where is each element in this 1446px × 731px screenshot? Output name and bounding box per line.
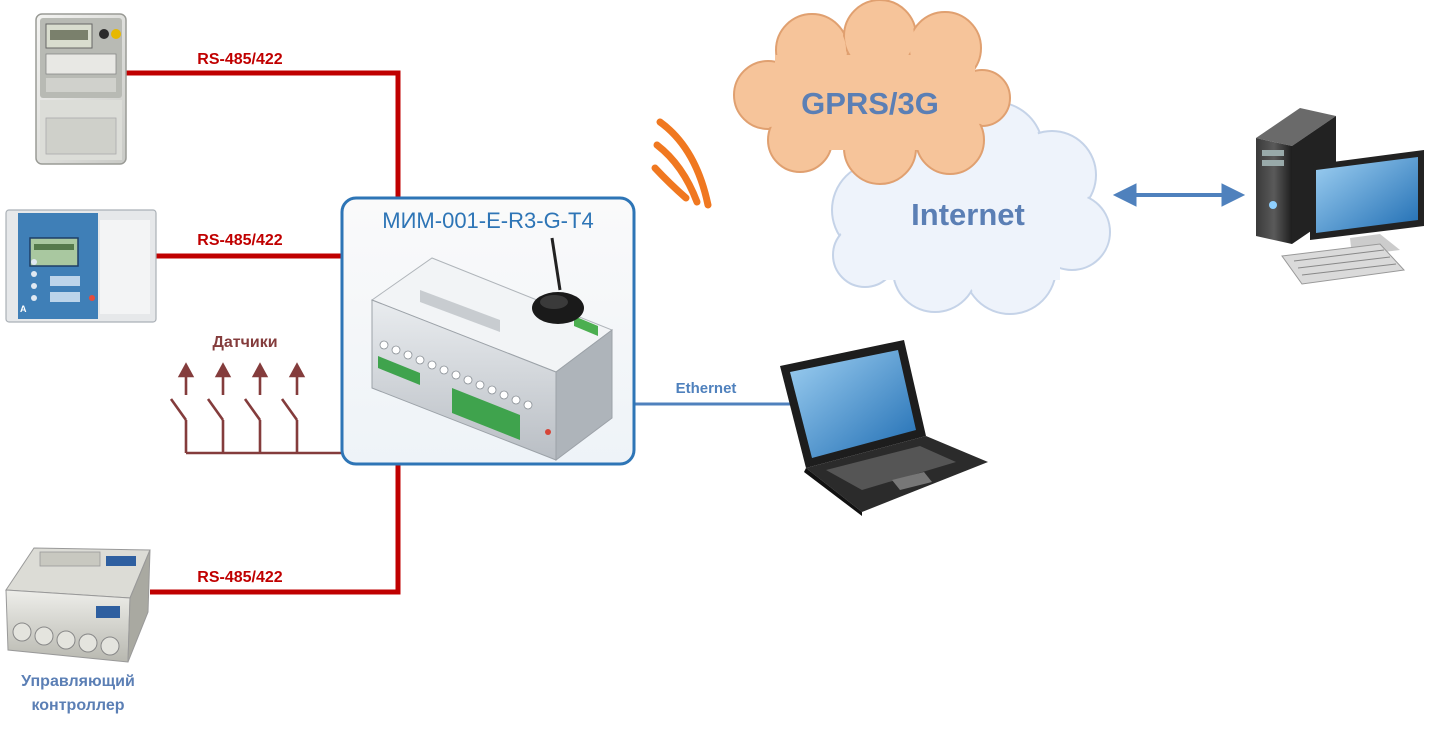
sensors-circuit [169, 362, 342, 455]
hub-title: МИМ-001-E-R3-G-T4 [382, 208, 593, 233]
wireless-signal-icon [651, 118, 712, 209]
bidirectional-arrow-icon [1112, 183, 1246, 207]
controller-label-line1: Управляющий [21, 673, 135, 690]
controller-link-label: RS-485/422 [197, 569, 282, 586]
sensor-switch-icon [280, 362, 306, 453]
svg-text:A: A [20, 304, 27, 314]
meter-bus-line [124, 70, 401, 198]
meter-link-label: RS-485/422 [197, 51, 282, 68]
controller-label-line2: контроллер [31, 697, 124, 714]
ethernet-label: Ethernet [676, 380, 737, 397]
desktop-computer-icon [1256, 108, 1424, 285]
gprs-cloud-icon [733, 0, 1011, 185]
multiplexer-device-icon [370, 237, 614, 461]
electricity-meter-icon [35, 13, 127, 165]
laptop-icon [780, 340, 988, 516]
sensor-switch-icon [206, 362, 232, 453]
controller-device-icon [5, 547, 151, 663]
internet-label: Internet [911, 197, 1025, 232]
relay-protection-icon: A [5, 209, 157, 323]
sensors-label: Датчики [212, 334, 277, 351]
relay-link-label: RS-485/422 [197, 232, 282, 249]
rs485-bus [124, 70, 401, 595]
gprs-label: GPRS/3G [801, 86, 939, 121]
controller-bus-line [150, 464, 401, 595]
sensor-switch-icon [169, 362, 195, 453]
sensor-switch-icon [243, 362, 269, 453]
